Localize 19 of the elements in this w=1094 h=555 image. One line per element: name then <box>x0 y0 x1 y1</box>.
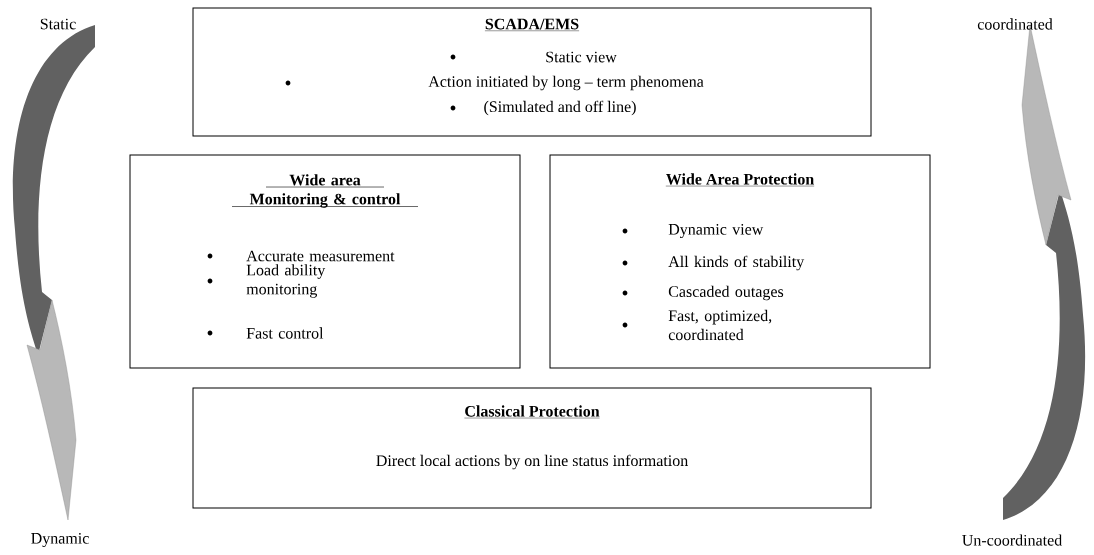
box-heading: Wide area Monitoring & control <box>231 174 419 208</box>
end-label: Dynamic <box>31 533 89 548</box>
box-heading: Wide Area Protection <box>665 173 815 187</box>
bullet-item: Accurate measurement <box>207 250 395 262</box>
end-label: Un-coordinated <box>962 534 1063 546</box>
bullet-item: Cascaded outages <box>622 285 784 301</box>
body-text: Direct local actions by on line status information <box>376 454 688 470</box>
bullet-item: Dynamic view <box>622 224 764 239</box>
bullet-item: Load ability monitoring <box>207 264 326 298</box>
box-heading: SCADA/EMS <box>484 18 580 31</box>
bullet-item: Action initiated by long – term phenomena <box>285 75 704 91</box>
end-label: coordinated <box>977 18 1053 30</box>
bullet-item: Static view <box>450 51 617 63</box>
bullet-item: All kinds of stability <box>622 255 805 271</box>
bullet-item: Fast, optimized, coordinated <box>622 309 772 341</box>
end-label: Static <box>40 18 76 30</box>
bullet-item: Fast control <box>207 327 324 339</box>
bullet-item: (Simulated and off line) <box>450 100 636 116</box>
box-heading: Classical Protection <box>464 405 600 419</box>
